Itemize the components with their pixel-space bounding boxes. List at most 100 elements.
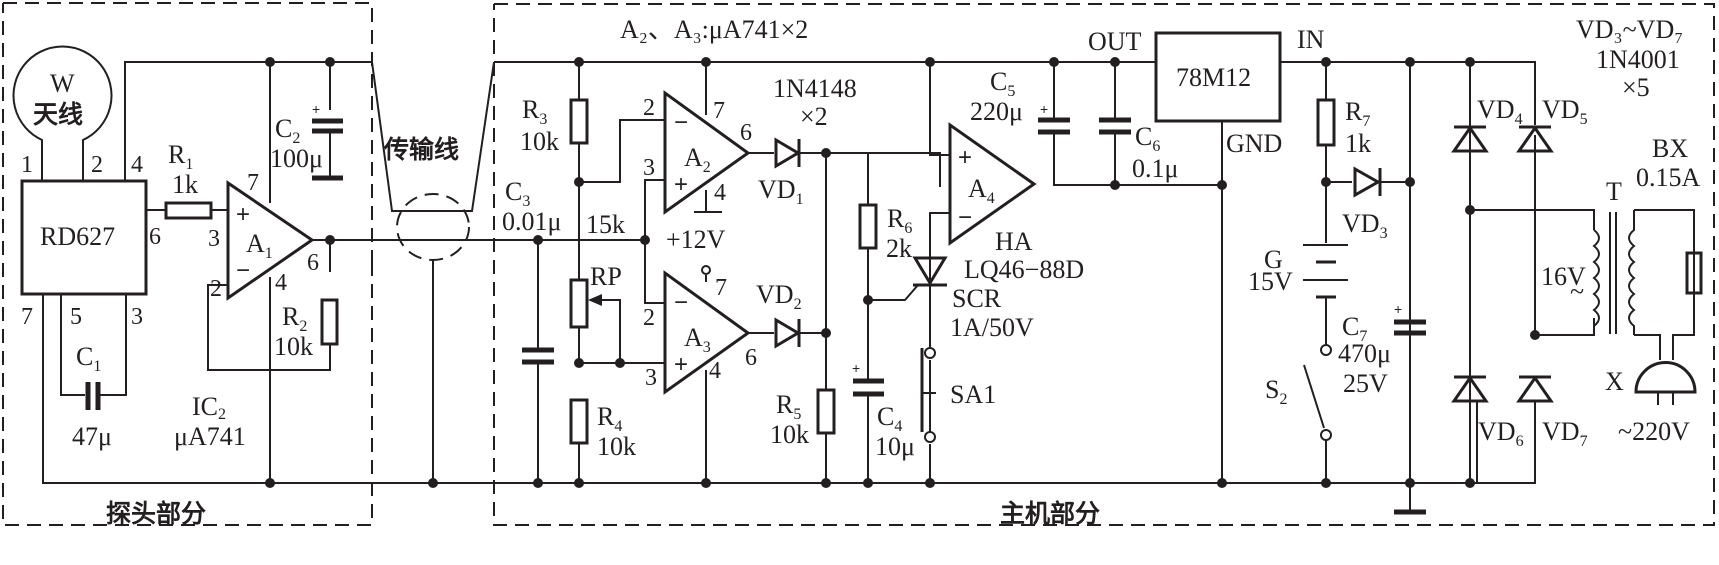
a1-ref: A: [246, 229, 265, 258]
rectifier-note: VD₃~VD₇ 1N4001 ×5: [1576, 15, 1683, 102]
plug-mains: ~220V: [1618, 417, 1690, 446]
pin-label: 4: [131, 152, 143, 178]
c1-value: 47μ: [72, 422, 112, 451]
svg-text:VD1: VD1: [758, 175, 804, 208]
svg-text:R2: R2: [282, 302, 307, 335]
vd7-ref: VD: [1542, 417, 1580, 446]
diode-vd7: VD7: [1516, 375, 1588, 450]
scr-ref: SCR: [952, 284, 1002, 313]
fuse-rating: 0.15A: [1636, 163, 1701, 192]
a4-sub: 4: [987, 190, 995, 207]
regulator-78m12: 78M12 OUT IN GND: [1088, 25, 1325, 158]
regulator-out: OUT: [1088, 27, 1142, 56]
pin-label: 3: [131, 304, 143, 330]
rect-type: 1N4001: [1596, 45, 1680, 74]
svg-text:+: +: [312, 101, 320, 117]
pin-label: 2: [210, 276, 222, 302]
battery-ref: G: [1264, 245, 1283, 274]
antenna-label: 天线: [33, 100, 83, 129]
potentiometer-rp: RP 15k: [569, 210, 625, 329]
a2-ref: A: [684, 143, 703, 172]
c3-sub: 3: [522, 193, 530, 210]
opamp-a3: − + A3 2 3 7 6 4: [643, 265, 757, 395]
c6-ref: C: [1135, 122, 1152, 151]
switch-s2[interactable]: S2: [1265, 344, 1332, 441]
r4-value: 10k: [597, 432, 636, 461]
svg-text:+: +: [1394, 301, 1402, 317]
svg-text:A1: A1: [246, 229, 273, 262]
pin-label: 6: [307, 250, 319, 276]
svg-text:R1: R1: [168, 140, 193, 173]
vd1-ref: VD: [758, 175, 796, 204]
diode-vd4: VD4: [1451, 95, 1523, 153]
opamp-a2: − + A2 2 3 7 6 4: [643, 90, 752, 215]
pin-label: 1: [21, 152, 33, 178]
svg-text:C4: C4: [877, 402, 902, 435]
diode-vd3: VD3: [1342, 166, 1388, 242]
capacitor-c3: C3 0.01μ: [502, 177, 561, 365]
c6-value: 0.1μ: [1132, 154, 1178, 183]
r5-value: 10k: [770, 420, 809, 449]
pin-label: 4: [709, 358, 721, 384]
a3-sub: 3: [703, 339, 711, 356]
c3-value: 0.01μ: [502, 207, 561, 236]
svg-text:R7: R7: [1345, 97, 1370, 130]
c3-ref: C: [505, 177, 522, 206]
a3-ref: A: [684, 323, 703, 352]
svg-text:+: +: [674, 171, 688, 198]
switch-sa1[interactable]: SA1: [920, 347, 996, 443]
vd6-sub: 6: [1516, 433, 1524, 450]
r2-value: 10k: [274, 332, 313, 361]
c1-sub: 1: [93, 358, 101, 375]
vd4-sub: 4: [1515, 111, 1523, 128]
r4-ref: R: [597, 402, 615, 431]
fuse-bx: BX 0.15A: [1636, 134, 1703, 295]
pin-label: 4: [275, 270, 287, 296]
resistor-r5: R5 10k: [770, 388, 836, 449]
diode-qty-note: ×2: [800, 102, 828, 131]
regulator-gnd: GND: [1226, 129, 1282, 158]
svg-text:VD5: VD5: [1542, 95, 1588, 128]
junction-dots: [265, 57, 1540, 488]
opamp-a1: + − A1 3 2 7 6 4: [208, 170, 319, 302]
svg-text:+: +: [852, 360, 860, 376]
pin-label: 6: [149, 224, 161, 250]
svg-text:C2: C2: [275, 114, 300, 147]
r5-ref: R: [776, 390, 794, 419]
pin-label: 2: [643, 95, 655, 121]
resistor-r1: R1 1k: [164, 140, 213, 220]
r3-ref: R: [522, 95, 540, 124]
c7-voltage: 25V: [1343, 369, 1388, 398]
rect-range: VD₃~VD₇: [1576, 15, 1683, 44]
svg-text:+: +: [958, 144, 972, 171]
battery-g: G 15V: [1248, 244, 1348, 299]
c5-value: 220μ: [970, 97, 1023, 126]
resistor-r7: R7 1k: [1316, 97, 1371, 158]
pin-label: 2: [643, 305, 655, 331]
transformer-ac: ~: [1570, 277, 1584, 306]
ic2-ref: IC: [192, 392, 218, 421]
resistor-r4: R4 10k: [569, 398, 636, 461]
r4-sub: 4: [614, 418, 622, 435]
pin-label: 7: [247, 170, 259, 196]
r6-ref: R: [887, 204, 905, 233]
mains-plug-x[interactable]: X ~220V: [1605, 361, 1697, 447]
svg-text:−: −: [958, 204, 972, 231]
vd5-ref: VD: [1542, 95, 1580, 124]
r1-sub: 1: [185, 156, 193, 173]
pin-label: 3: [208, 226, 220, 252]
vd4-ref: VD: [1477, 95, 1515, 124]
transformer-ref: T: [1606, 177, 1622, 206]
svg-text:A4: A4: [968, 174, 995, 207]
regulator-name: 78M12: [1176, 63, 1251, 92]
a1-sub: 1: [265, 245, 273, 262]
capacitor-c5: + C5 220μ: [970, 67, 1070, 135]
r6-sub: 6: [904, 220, 912, 237]
s2-sub: 2: [1279, 391, 1287, 408]
svg-text:VD4: VD4: [1477, 95, 1523, 128]
c4-value: 10μ: [875, 432, 915, 461]
c5-ref: C: [990, 67, 1007, 96]
svg-text:VD3: VD3: [1342, 209, 1388, 242]
transmission-cable: 传输线: [371, 61, 495, 483]
cable-label: 传输线: [383, 135, 459, 164]
